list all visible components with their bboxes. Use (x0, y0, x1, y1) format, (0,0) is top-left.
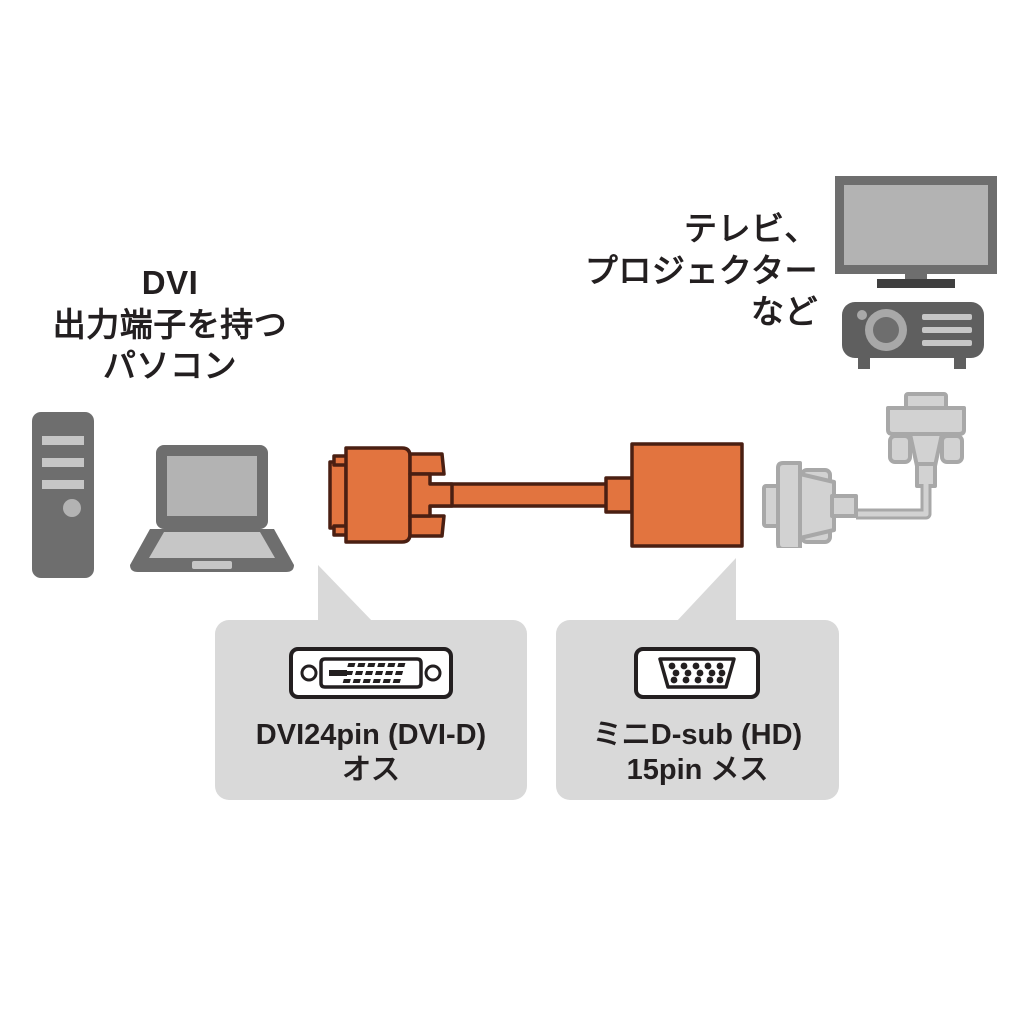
desktop-tower-icon (30, 410, 110, 585)
mini-dsub-hd15-connector-icon (634, 647, 760, 704)
callout-vga-label: ミニD-sub (HD) 15pin メス (592, 719, 803, 787)
destination-side-label: テレビ、 プロジェクター など (584, 210, 818, 331)
television-icon (833, 174, 999, 295)
callout-pointer-dvi (318, 565, 388, 630)
dvi-d-connector-icon (289, 647, 453, 704)
callout-dvi-label: DVI24pin (DVI-D) オス (255, 719, 487, 787)
projector-icon (840, 300, 988, 377)
vga-cable (760, 388, 978, 553)
callout-dvi: DVI24pin (DVI-D) オス (215, 620, 527, 800)
laptop-icon (128, 443, 296, 580)
dvi-to-vga-adapter-cable (318, 440, 746, 565)
callout-vga: ミニD-sub (HD) 15pin メス (556, 620, 839, 800)
source-side-label: DVI 出力端子を持つ パソコン (52, 264, 288, 385)
callout-pointer-vga (670, 558, 740, 629)
